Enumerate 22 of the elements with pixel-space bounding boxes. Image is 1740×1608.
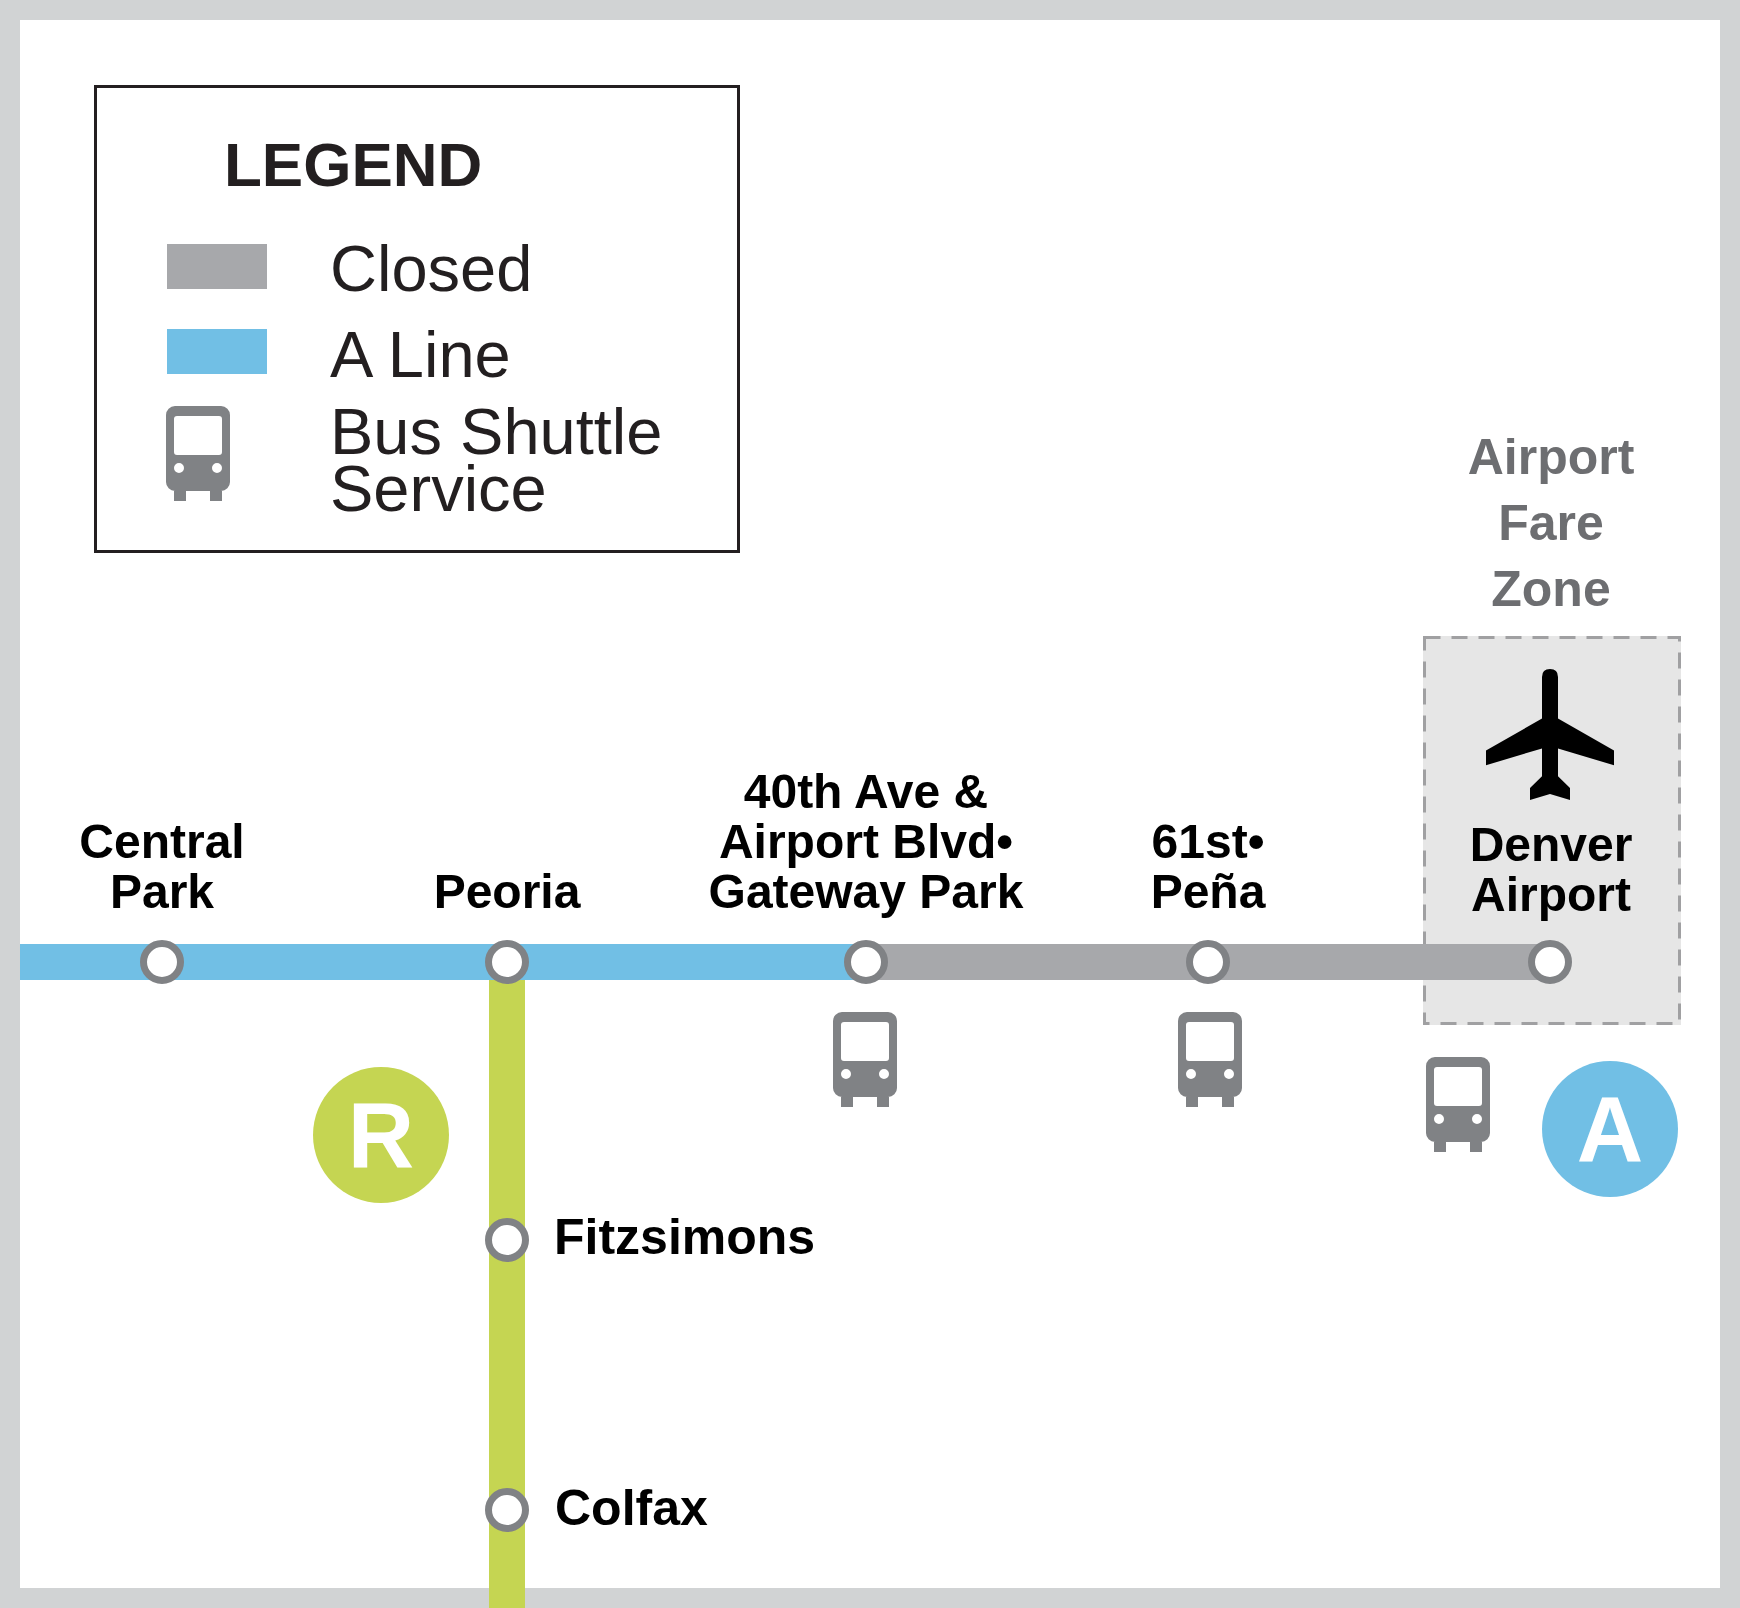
rail-line [489,1262,525,1488]
route-badge: R [313,1067,449,1203]
station-name: 61st• Peña [1149,817,1267,917]
station-name: Central Park [78,817,246,917]
legend-label: A Line [330,322,512,387]
rail-line [20,944,140,980]
rail-line [529,944,844,980]
zone-heading: Airport Fare Zone [1466,428,1636,619]
rail-line [1230,944,1528,980]
rail-line [489,1532,525,1608]
station-name: Fitzsimons [554,1211,817,1263]
rail-line [489,984,525,1218]
legend-heading: LEGEND [224,134,484,196]
route-badge: A [1542,1061,1678,1197]
rail-line [184,944,485,980]
station-name: Denver Airport [1468,820,1634,920]
rail-line [888,944,1186,980]
legend-label: Closed [330,236,534,301]
legend-label: Bus Shuttle Service [330,403,664,517]
station-name: Colfax [555,1482,709,1534]
station-name: 40th Ave & Airport Blvd• Gateway Park [707,767,1025,917]
station-name: Peoria [432,867,582,917]
